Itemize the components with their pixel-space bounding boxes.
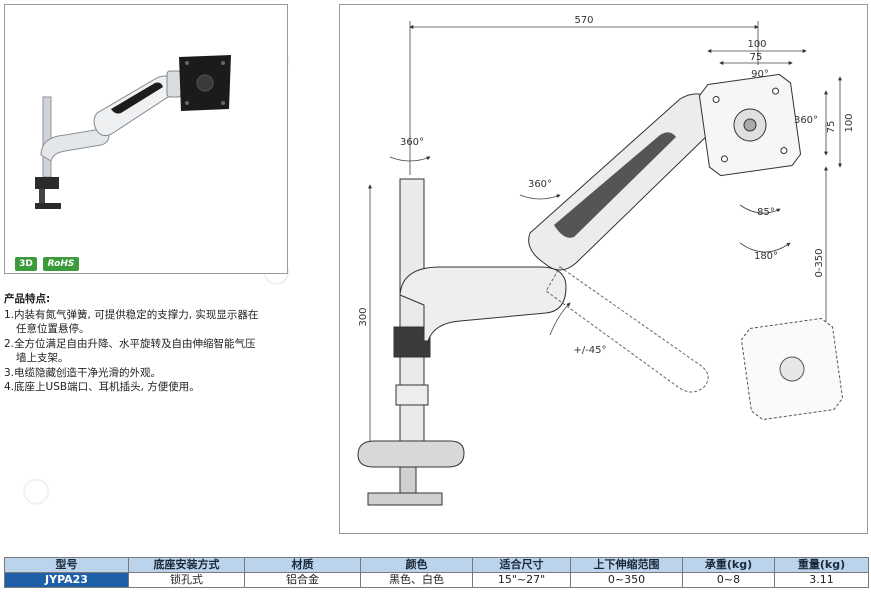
cell-load: 0~8 xyxy=(682,572,775,588)
cell-range: 0~350 xyxy=(570,572,683,588)
angle-85-label: 85° xyxy=(757,207,775,218)
feature-line: 2.全方位满足自由升降、水平旋转及自由伸缩智能气压 xyxy=(4,337,256,350)
angle-360-pole-label: 360° xyxy=(400,137,424,148)
feature-item: 4.底座上USB端口、耳机插头, 方便使用。 xyxy=(4,380,304,395)
spec-table: 型号 底座安装方式 材质 颜色 适合尺寸 上下伸缩范围 承重(kg) 重量(kg… xyxy=(4,557,869,588)
feature-line-cont: 任意位置悬停。 xyxy=(16,323,90,335)
feature-line: 3.电缆隐藏创造干净光滑的外观。 xyxy=(4,366,162,379)
feature-item: 2.全方位满足自由升降、水平旋转及自由伸缩智能气压 墙上支架。 xyxy=(4,337,304,366)
header-range: 上下伸缩范围 xyxy=(570,557,683,573)
header-weight: 重量(kg) xyxy=(774,557,869,573)
feature-line: 4.底座上USB端口、耳机插头, 方便使用。 xyxy=(4,381,200,393)
cell-weight: 3.11 xyxy=(774,572,869,588)
cell-model: JYPA23 xyxy=(4,572,129,588)
cell-color: 黑色、白色 xyxy=(360,572,473,588)
table-header-row: 型号 底座安装方式 材质 颜色 适合尺寸 上下伸缩范围 承重(kg) 重量(kg… xyxy=(4,557,869,573)
dim-570-label: 570 xyxy=(574,15,593,26)
cell-mount: 锁孔式 xyxy=(128,572,245,588)
dim-75-top-label: 75 xyxy=(750,52,763,63)
angle-180-label: 180° xyxy=(754,251,778,262)
header-load: 承重(kg) xyxy=(682,557,775,573)
dim-75-side-label: 75 xyxy=(826,121,837,134)
product-photo: 3D RoHS xyxy=(4,4,288,274)
3d-badge: 3D xyxy=(15,257,37,271)
feature-item: 3.电缆隐藏创造干净光滑的外观。 xyxy=(4,366,304,381)
cell-material: 铝合金 xyxy=(244,572,361,588)
dimension-drawing: 570 100 75 90° 360° 75 100 360° 360° 85°… xyxy=(357,15,855,506)
cell-size: 15"~27" xyxy=(472,572,571,588)
header-size: 适合尺寸 xyxy=(472,557,571,573)
dim-0-350-label: 0-350 xyxy=(814,248,825,277)
header-color: 颜色 xyxy=(360,557,473,573)
rohs-badge: RoHS xyxy=(43,257,79,271)
features-section: 产品特点: 1.内装有氮气弹簧, 可提供稳定的支撑力, 实现显示器在 任意位置悬… xyxy=(4,292,304,395)
header-mount: 底座安装方式 xyxy=(128,557,245,573)
angle-360-arm-label: 360° xyxy=(528,179,552,190)
technical-drawing: 570 100 75 90° 360° 75 100 360° 360° 85°… xyxy=(339,4,868,534)
dim-300-label: 300 xyxy=(358,307,369,326)
features-title: 产品特点: xyxy=(4,293,51,305)
feature-line-cont: 墙上支架。 xyxy=(16,352,69,364)
angle-90-label: 90° xyxy=(751,69,769,80)
monitor-arm-photo xyxy=(35,55,231,209)
dim-100-side-label: 100 xyxy=(844,113,855,132)
watermark: ○ xyxy=(10,465,60,515)
header-material: 材质 xyxy=(244,557,361,573)
table-row: JYPA23 锁孔式 铝合金 黑色、白色 15"~27" 0~350 0~8 3… xyxy=(4,572,869,588)
angle-45-label: +/-45° xyxy=(573,345,606,356)
feature-line: 1.内装有氮气弹簧, 可提供稳定的支撑力, 实现显示器在 xyxy=(4,308,259,321)
header-model: 型号 xyxy=(4,557,129,573)
feature-item: 1.内装有氮气弹簧, 可提供稳定的支撑力, 实现显示器在 任意位置悬停。 xyxy=(4,308,304,337)
dim-100-top-label: 100 xyxy=(747,39,766,50)
angle-360-head-label: 360° xyxy=(794,115,818,126)
